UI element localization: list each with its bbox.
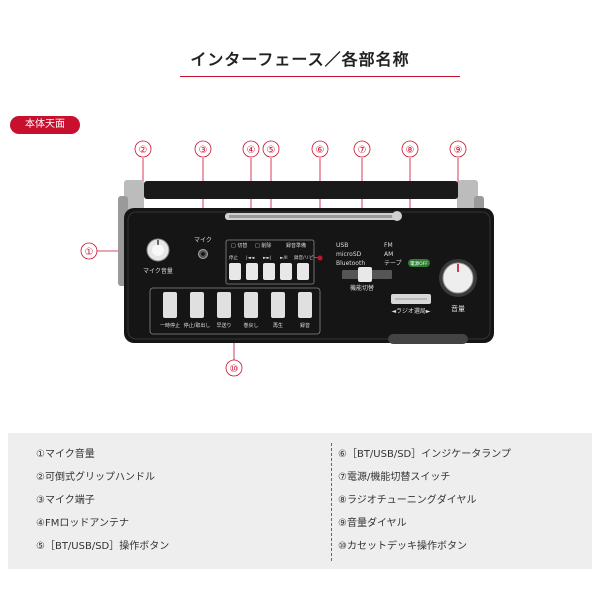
fm-rod-antenna bbox=[225, 211, 402, 221]
power-off-badge-label: 電源OFF bbox=[410, 260, 428, 267]
function-switch-label: 機能切替 bbox=[350, 284, 374, 292]
op-button-rec-repeat[interactable] bbox=[297, 263, 309, 280]
svg-text:►►|: ►►| bbox=[263, 255, 271, 261]
callout-9: ⑨ bbox=[454, 145, 463, 156]
op-button-next[interactable] bbox=[263, 263, 275, 280]
title-underline bbox=[180, 76, 460, 77]
source-labels: USB microSD Bluetooth FM AM テープ bbox=[336, 242, 402, 267]
op-button-labels: 停止 |◄◄ ►►| ►/II 録音/リピート bbox=[229, 254, 323, 261]
svg-text:テープ: テープ bbox=[384, 260, 402, 267]
svg-text:AM: AM bbox=[384, 251, 393, 258]
callout-7: ⑦ bbox=[358, 145, 367, 156]
callout-4: ④ bbox=[247, 145, 256, 156]
power-function-switch[interactable] bbox=[342, 267, 392, 282]
volume-knob[interactable] bbox=[439, 259, 477, 297]
svg-text:録音: 録音 bbox=[300, 322, 310, 329]
device-diagram: マイク音量 マイク □ 切替 □ 削除 録音準備 停止 |◄◄ ►►| ►/II… bbox=[80, 140, 494, 377]
power-off-badge bbox=[408, 259, 430, 267]
speaker-edge bbox=[388, 334, 468, 344]
indicator-lamp bbox=[317, 255, 323, 261]
callout-6: ⑥ bbox=[316, 145, 325, 156]
svg-text:|◄◄: |◄◄ bbox=[246, 255, 255, 261]
parts-legend: ①マイク音量 ②可倒式グリップハンドル ③マイク端子 ④FMロッドアンテナ ⑤［… bbox=[8, 433, 592, 569]
op-button-stop[interactable] bbox=[229, 263, 241, 280]
svg-text:microSD: microSD bbox=[336, 251, 362, 258]
deck-button-labels: 一時停止 停止/取出し 早送り 巻戻し 再生 録音 bbox=[160, 322, 310, 329]
radio-tuning-dial[interactable] bbox=[391, 294, 431, 304]
svg-text:►/II: ►/II bbox=[280, 255, 288, 261]
mic-volume-knob[interactable] bbox=[146, 238, 170, 262]
legend-item: ③マイク端子 bbox=[36, 495, 95, 506]
svg-text:巻戻し: 巻戻し bbox=[243, 322, 258, 329]
panel-label-delete: □ 削除 bbox=[255, 242, 271, 249]
mic-jack-label: マイク bbox=[194, 237, 212, 244]
cassette-deck-buttons[interactable] bbox=[163, 292, 312, 318]
svg-text:録音/リピート: 録音/リピート bbox=[294, 254, 323, 261]
legend-item: ⑩カセットデッキ操作ボタン bbox=[338, 541, 467, 552]
callout-markers: ② ③ ④ ⑤ ⑥ ⑦ ⑧ ⑨ ① ⑩ bbox=[80, 140, 467, 377]
deck-button-rew[interactable] bbox=[244, 292, 258, 318]
legend-item: ①マイク音量 bbox=[36, 449, 95, 460]
svg-text:USB: USB bbox=[336, 242, 348, 249]
panel-label-rec-ready: 録音準備 bbox=[286, 242, 306, 249]
callout-1: ① bbox=[85, 247, 94, 258]
svg-text:FM: FM bbox=[384, 242, 393, 249]
svg-text:早送り: 早送り bbox=[216, 322, 231, 329]
cassette-deck-panel bbox=[149, 287, 321, 335]
mic-jack[interactable] bbox=[198, 249, 208, 259]
section-badge: 本体天面 bbox=[10, 116, 80, 134]
op-button-prev[interactable] bbox=[246, 263, 258, 280]
deck-button-rec[interactable] bbox=[298, 292, 312, 318]
bt-usb-sd-buttons[interactable] bbox=[229, 263, 309, 280]
legend-column-right: ⑥［BT/USB/SD］インジケータランプ ⑦電源/機能切替スイッチ ⑧ラジオチ… bbox=[338, 445, 598, 560]
page-title: インターフェース／各部名称 bbox=[190, 50, 410, 69]
deck-button-ff[interactable] bbox=[217, 292, 231, 318]
callout-2: ② bbox=[139, 145, 148, 156]
legend-item: ②可倒式グリップハンドル bbox=[36, 472, 155, 483]
legend-item: ④FMロッドアンテナ bbox=[36, 518, 129, 529]
svg-text:停止: 停止 bbox=[229, 254, 238, 261]
op-button-play-pause[interactable] bbox=[280, 263, 292, 280]
mic-volume-label: マイク音量 bbox=[143, 267, 173, 275]
deck-button-pause[interactable] bbox=[163, 292, 177, 318]
callout-10: ⑩ bbox=[230, 364, 239, 375]
volume-label: 音量 bbox=[451, 304, 465, 313]
bt-usb-sd-panel: □ 切替 □ 削除 録音準備 bbox=[225, 239, 315, 285]
panel-label-switch: □ 切替 bbox=[231, 242, 247, 249]
tuning-label: ◄ラジオ選局► bbox=[391, 307, 430, 315]
legend-divider bbox=[331, 443, 332, 561]
legend-item: ⑦電源/機能切替スイッチ bbox=[338, 472, 451, 483]
svg-text:一時停止: 一時停止 bbox=[160, 322, 180, 329]
legend-item: ⑨音量ダイヤル bbox=[338, 518, 407, 529]
deck-button-stop-eject[interactable] bbox=[190, 292, 204, 318]
legend-item: ⑧ラジオチューニングダイヤル bbox=[338, 495, 477, 506]
callout-8: ⑧ bbox=[406, 145, 415, 156]
legend-column-left: ①マイク音量 ②可倒式グリップハンドル ③マイク端子 ④FMロッドアンテナ ⑤［… bbox=[36, 445, 296, 560]
callout-5: ⑤ bbox=[267, 145, 276, 156]
legend-item: ⑥［BT/USB/SD］インジケータランプ bbox=[338, 449, 511, 460]
svg-text:再生: 再生 bbox=[273, 322, 283, 329]
svg-text:停止/取出し: 停止/取出し bbox=[184, 322, 211, 329]
svg-text:Bluetooth: Bluetooth bbox=[336, 260, 365, 267]
callout-3: ③ bbox=[199, 145, 208, 156]
legend-item: ⑤［BT/USB/SD］操作ボタン bbox=[36, 541, 170, 552]
deck-button-play[interactable] bbox=[271, 292, 285, 318]
